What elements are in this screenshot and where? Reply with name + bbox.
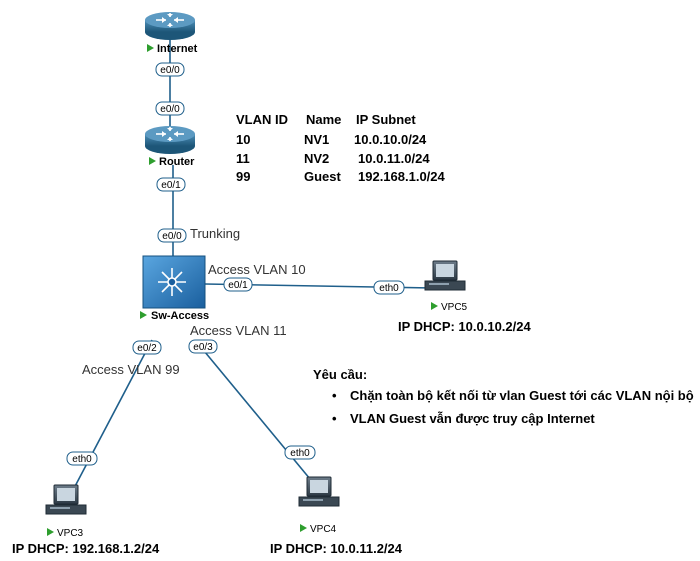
router-icon[interactable] xyxy=(145,126,195,154)
vlan-table-cell: 192.168.1.0/24 xyxy=(358,169,445,184)
vlan-table-header-name: Name xyxy=(306,112,342,127)
port-switch-e0-1[interactable]: e0/1 xyxy=(223,277,253,292)
port-switch-e0-3[interactable]: e0/3 xyxy=(188,339,218,354)
device-label-router: Router xyxy=(159,156,195,168)
port-switch-e0-0[interactable]: e0/0 xyxy=(157,228,187,243)
note-access-vlan11: Access VLAN 11 xyxy=(190,323,287,338)
internet-router-icon[interactable] xyxy=(145,12,195,40)
requirement-item: • Chặn toàn bộ kết nối từ vlan Guest tới … xyxy=(330,388,694,411)
bullet-icon: • xyxy=(332,411,337,426)
svg-text:e0/0: e0/0 xyxy=(160,65,180,76)
vlan-table-cell: 99 xyxy=(236,169,251,184)
bullet-icon: • xyxy=(332,388,337,403)
svg-text:e0/0: e0/0 xyxy=(160,104,180,115)
svg-text:e0/0: e0/0 xyxy=(162,231,182,242)
vpc4-pc-icon[interactable] xyxy=(298,476,340,507)
svg-text:eth0: eth0 xyxy=(379,283,399,294)
status-vpc4 xyxy=(300,524,307,532)
status-switch xyxy=(140,311,147,319)
note-access-vlan10: Access VLAN 10 xyxy=(208,262,306,277)
link-switch-vpc3[interactable] xyxy=(71,339,153,493)
port-router-e0-0[interactable]: e0/0 xyxy=(155,101,185,116)
requirements-list: • Chặn toàn bộ kết nối từ vlan Guest tới … xyxy=(330,388,694,434)
link-switch-vpc4[interactable] xyxy=(194,339,316,486)
ip-labels: IP DHCP: 10.0.10.2/24 IP DHCP: 192.168.1… xyxy=(12,319,531,556)
note-access-vlan99: Access VLAN 99 xyxy=(82,362,180,377)
requirement-text: Chặn toàn bộ kết nối từ vlan Guest tới c… xyxy=(350,388,694,403)
requirement-text: VLAN Guest vẫn được truy cập Internet xyxy=(350,411,595,426)
svg-text:e0/3: e0/3 xyxy=(193,342,213,353)
vpc5-pc-icon[interactable] xyxy=(424,260,466,291)
vlan-table-cell: 10 xyxy=(236,132,251,147)
port-vpc5-eth0[interactable]: eth0 xyxy=(373,280,405,295)
device-label-vpc3: VPC3 xyxy=(57,528,84,539)
note-trunking: Trunking xyxy=(190,226,240,241)
status-vpc3 xyxy=(47,528,54,536)
port-router-e0-1[interactable]: e0/1 xyxy=(156,177,186,192)
ip-vpc5: IP DHCP: 10.0.10.2/24 xyxy=(398,319,531,334)
vlan-table-cell: 10.0.11.0/24 xyxy=(358,151,430,166)
requirement-item: • VLAN Guest vẫn được truy cập Internet xyxy=(330,411,694,434)
svg-text:e0/1: e0/1 xyxy=(161,180,181,191)
status-router xyxy=(149,157,156,165)
svg-text:eth0: eth0 xyxy=(290,448,310,459)
svg-text:eth0: eth0 xyxy=(72,454,92,465)
port-internet-e0-0[interactable]: e0/0 xyxy=(155,62,185,77)
device-label-vpc5: VPC5 xyxy=(441,302,468,313)
port-labels: e0/0 e0/0 e0/1 e0/0 e0/1 e0/2 e0/3 eth0 xyxy=(66,62,405,466)
status-vpc5 xyxy=(431,302,438,310)
port-switch-e0-2[interactable]: e0/2 xyxy=(132,340,162,355)
vlan-table-header-subnet: IP Subnet xyxy=(356,112,416,127)
port-vpc3-eth0[interactable]: eth0 xyxy=(66,451,98,466)
link-notes: Trunking Access VLAN 10 Access VLAN 11 A… xyxy=(82,226,306,377)
vlan-table-cell: 11 xyxy=(236,151,250,166)
device-label-switch: Sw-Access xyxy=(151,310,209,322)
ip-vpc4: IP DHCP: 10.0.11.2/24 xyxy=(270,541,403,556)
svg-text:e0/1: e0/1 xyxy=(228,280,248,291)
vlan-table-header-id: VLAN ID xyxy=(236,112,288,127)
vlan-table-cell: NV2 xyxy=(304,151,330,166)
switch-icon[interactable] xyxy=(142,255,206,309)
svg-text:e0/2: e0/2 xyxy=(137,343,157,354)
ip-vpc3: IP DHCP: 192.168.1.2/24 xyxy=(12,541,160,556)
device-label-internet: Internet xyxy=(157,43,198,55)
vlan-table-cell: 10.0.10.0/24 xyxy=(354,132,427,147)
status-internet xyxy=(147,44,154,52)
vpc3-pc-icon[interactable] xyxy=(45,484,87,515)
device-label-vpc4: VPC4 xyxy=(310,524,337,535)
port-vpc4-eth0[interactable]: eth0 xyxy=(284,445,316,460)
vlan-table-cell: NV1 xyxy=(304,132,330,147)
requirements-title: Yêu cầu: xyxy=(313,367,368,382)
vlan-table-cell: Guest xyxy=(304,169,341,184)
